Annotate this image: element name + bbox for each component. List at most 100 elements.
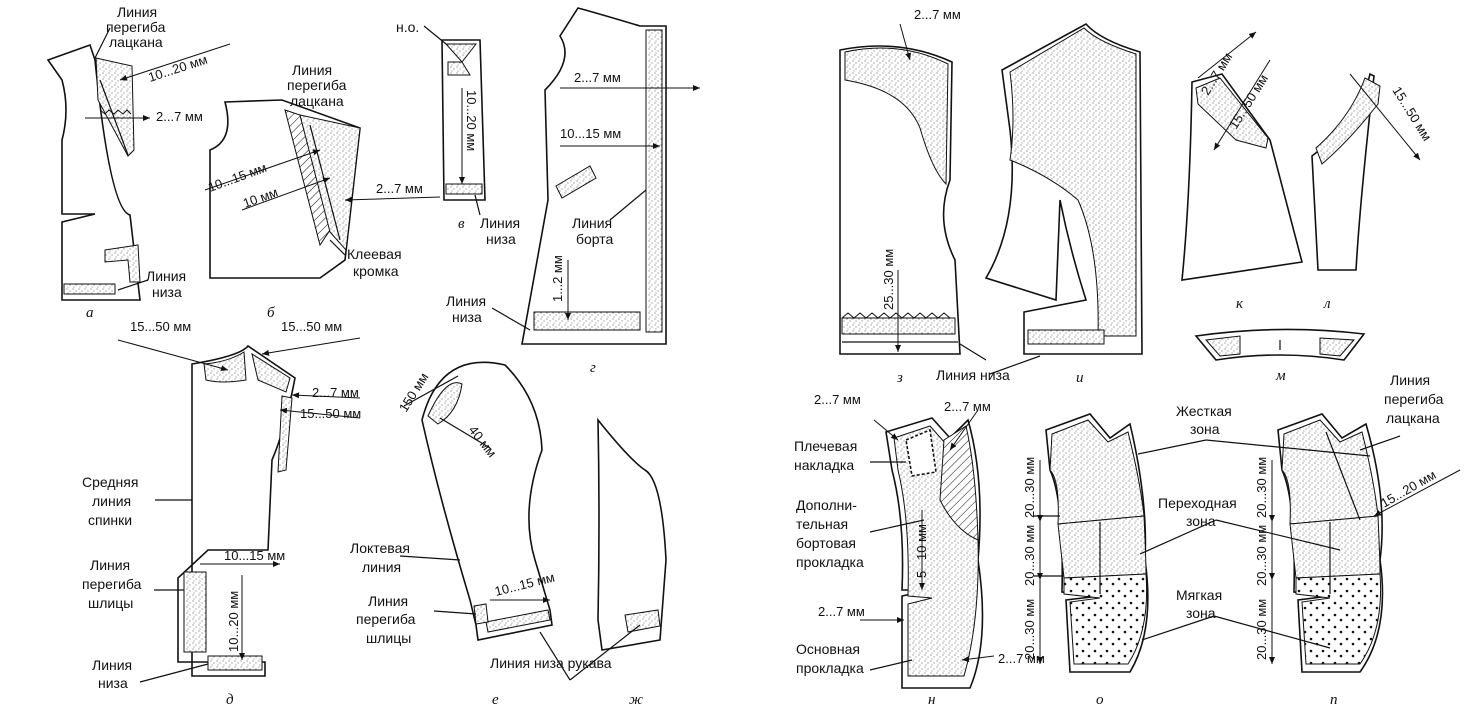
- soft-zone-o: [1063, 573, 1148, 665]
- lapel-interlining-b: [299, 114, 361, 252]
- b-glue-label-2: кромка: [353, 263, 399, 279]
- sleeve-hem-strip-e: [485, 609, 551, 633]
- figure-m: м: [1194, 328, 1366, 384]
- n-dim5: 2...7 мм: [818, 604, 865, 619]
- b-lapel-label-1: Линия: [292, 62, 332, 78]
- sleeve-cap-interlining-e: [427, 382, 463, 425]
- lapel-interlining-a: [95, 57, 135, 157]
- e-vent-label-3: шлицы: [366, 630, 411, 646]
- e-elbow-label-2: линия: [362, 559, 401, 575]
- d-vent-label-2: перегиба: [82, 576, 142, 592]
- v-no-label: н.о.: [396, 19, 419, 35]
- side-strip-d: [277, 395, 293, 473]
- d-dim6: 10...20 мм: [226, 591, 241, 652]
- n-main-label-2: прокладка: [796, 660, 864, 676]
- l-dim: 15...50 мм: [1389, 84, 1434, 144]
- letter-g: г: [590, 360, 596, 376]
- d-dim3: 2...7 мм: [312, 385, 359, 400]
- letter-b: б: [267, 305, 275, 321]
- n-dim6: 2...7 мм: [998, 651, 1045, 666]
- a-lapel-fold-label-3: лацкана: [109, 34, 163, 50]
- d-dim1: 15...50 мм: [130, 319, 191, 334]
- n-extra-label-1: Дополни-: [796, 497, 857, 513]
- facing-v: [441, 39, 486, 201]
- figure-n: 2...7 мм 2...7 мм Плечевая накладка Допо…: [794, 392, 1045, 708]
- sleeve-hem-strip-zh: [624, 609, 661, 633]
- facing-k: [1181, 73, 1303, 281]
- p-hard-label-1: Жесткая: [1176, 403, 1232, 419]
- a-dim1: 10...20 мм: [146, 52, 209, 85]
- d-dim5: 10...15 мм: [224, 548, 285, 563]
- figure-d: 15...50 мм 15...50 мм 2...7 мм 15...50 м…: [82, 319, 361, 708]
- sleeve-e: [421, 361, 553, 641]
- n-dim4: 5: [914, 571, 929, 578]
- shoulder-interlining-z: [844, 47, 949, 186]
- d-dim4: 15...50 мм: [300, 406, 361, 421]
- b-glue-label-1: Клеевая: [347, 246, 402, 262]
- g-edge-label-2: борта: [576, 231, 614, 247]
- zh-hem-label: Линия низа рукава: [490, 655, 612, 671]
- hem-strip-a: [63, 283, 116, 295]
- letter-l: л: [1323, 296, 1331, 312]
- a-hem-label-2: низа: [152, 284, 182, 300]
- sleeve-zh: [597, 417, 667, 651]
- v-hem-label-2: низа: [486, 231, 516, 247]
- neck-strip-l: [1315, 77, 1381, 165]
- g-dim1: 2...7 мм: [574, 70, 621, 85]
- letter-z: з: [896, 370, 903, 386]
- front-panel-a: [46, 43, 141, 301]
- d-hem-label-2: низа: [98, 675, 128, 691]
- letter-i: и: [1076, 370, 1084, 386]
- figure-z: 2...7 мм 25...30 мм з Линия низа: [839, 7, 1010, 386]
- b-dim3: 2...7 мм: [376, 181, 423, 196]
- figure-i: и: [984, 22, 1143, 386]
- g-dim3: 1...2 мм: [550, 255, 565, 302]
- n-dim2: 2...7 мм: [944, 399, 991, 414]
- letter-d: д: [226, 692, 234, 708]
- n-dim3: 10 мм: [914, 524, 929, 560]
- transition-zone-o: [1057, 515, 1147, 579]
- g-hem-label-2: низа: [452, 309, 482, 325]
- p-dim4: 20...30 мм: [1254, 599, 1269, 660]
- e-elbow-label-1: Локтевая: [350, 540, 410, 556]
- z-dim2: 25...30 мм: [881, 249, 896, 310]
- letter-a: а: [86, 305, 94, 321]
- p-dim3: 20...30 мм: [1254, 525, 1269, 586]
- b-lapel-label-3: лацкана: [290, 93, 344, 109]
- g-hem-label-1: Линия: [446, 293, 486, 309]
- v-dim: 10...20 мм: [464, 90, 479, 151]
- hem-strip-v: [445, 183, 483, 195]
- p-lapel-label-1: Линия: [1390, 372, 1430, 388]
- a-lapel-fold-label-2: перегиба: [106, 19, 166, 35]
- letter-zh: ж: [629, 692, 643, 708]
- p-hard-label-2: зона: [1190, 421, 1220, 437]
- hem-strip-g: [533, 311, 641, 331]
- letter-p: п: [1330, 692, 1338, 708]
- v-hem-label-1: Линия: [480, 215, 520, 231]
- p-trans-label-2: зона: [1186, 513, 1216, 529]
- p-lapel-label-3: лацкана: [1386, 410, 1440, 426]
- vent-strip-d: [183, 571, 207, 653]
- a-dim2: 2...7 мм: [156, 109, 203, 124]
- d-vent-label-1: Линия: [90, 557, 130, 573]
- soft-zone-p: [1295, 573, 1382, 665]
- figure-l: 15...50 мм л: [1311, 72, 1435, 312]
- p-dim2: 20...30 мм: [1254, 457, 1269, 518]
- extra-interlining-n: [939, 425, 979, 541]
- letter-n: н: [928, 692, 935, 708]
- hard-zone-o: [1049, 419, 1145, 525]
- z-dim1: 2...7 мм: [914, 7, 961, 22]
- n-dim1: 2...7 мм: [814, 392, 861, 407]
- d-dim2: 15...50 мм: [281, 319, 342, 334]
- d-back-label-1: Средняя: [82, 474, 138, 490]
- g-edge-label-1: Линия: [572, 215, 612, 231]
- n-extra-label-4: прокладка: [796, 554, 864, 570]
- n-main-label-1: Основная: [796, 641, 860, 657]
- g-dim2: 10...15 мм: [560, 126, 621, 141]
- figure-b: Линия перегиба лацкана 10...15 мм 10 мм …: [204, 62, 441, 321]
- o-dim3: 20...30 мм: [1022, 599, 1037, 660]
- corner-piece-a: [104, 244, 141, 283]
- neck-strip-k: [1195, 77, 1269, 149]
- letter-m: м: [1275, 368, 1286, 384]
